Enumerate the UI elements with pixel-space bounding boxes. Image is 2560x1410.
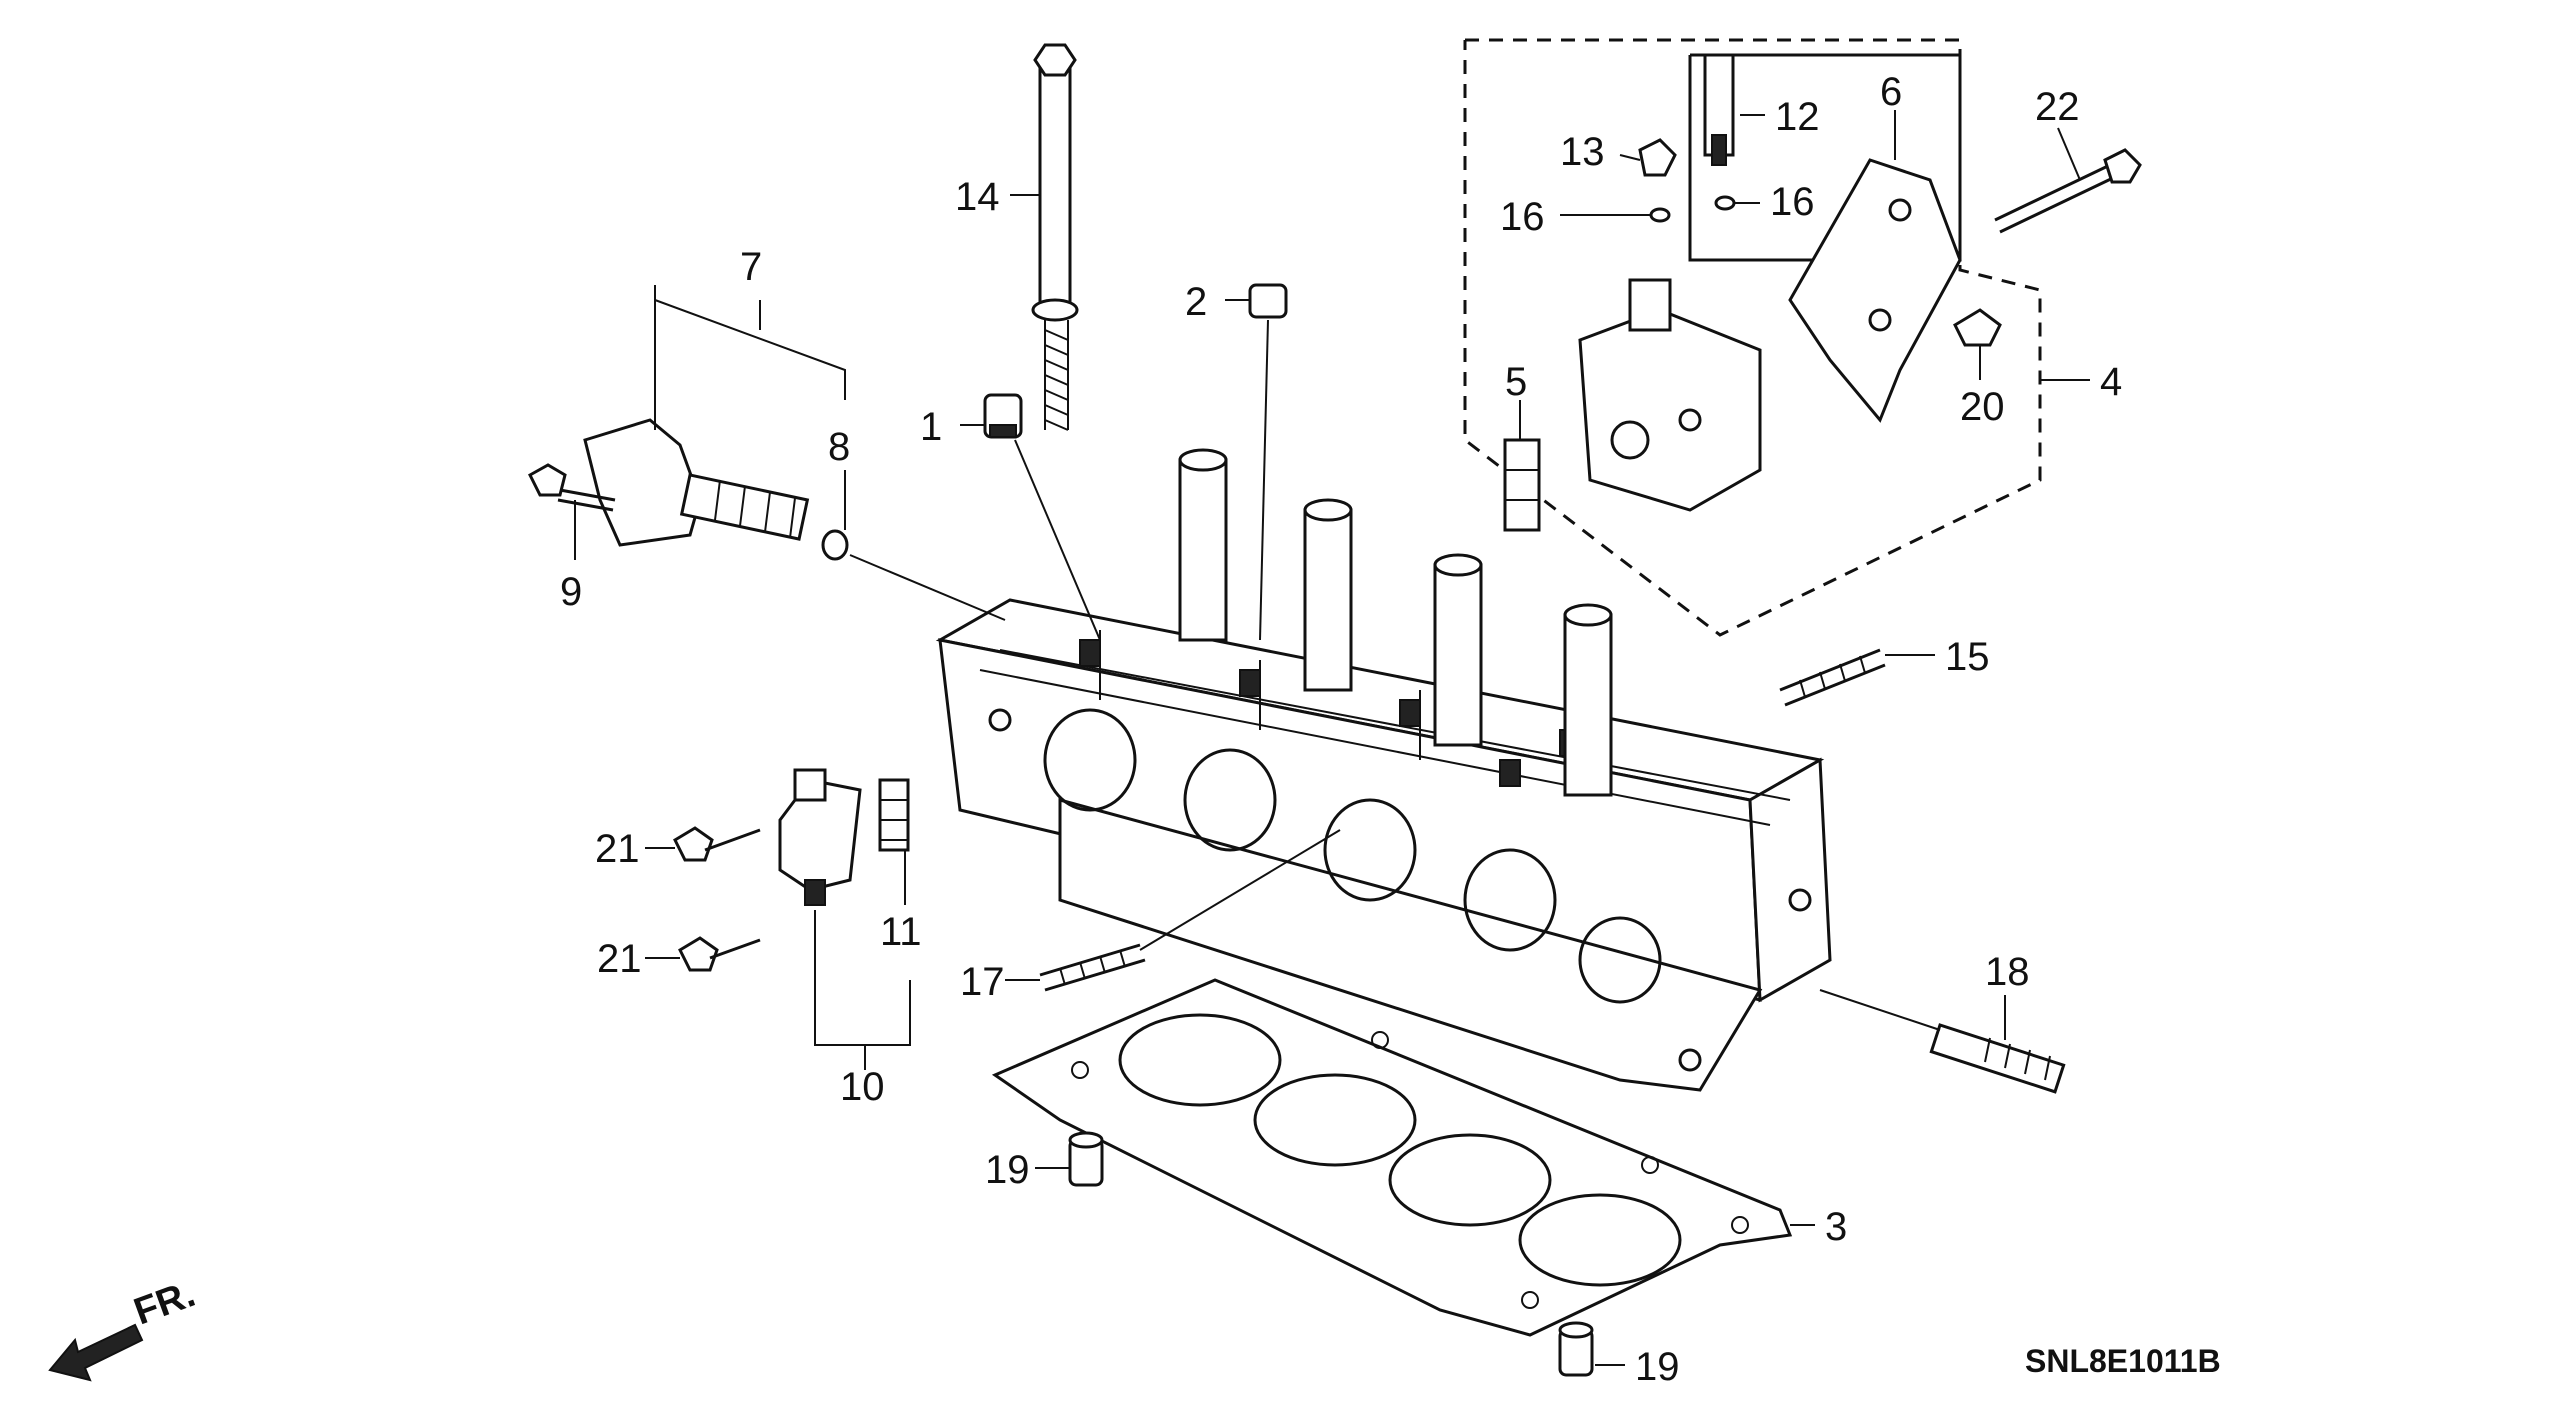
stud-bolt-15 <box>1779 648 1886 707</box>
spool-valve-assembly <box>1578 278 1762 512</box>
callout-18: 18 <box>1985 950 2030 994</box>
o-ring-16b <box>1714 195 1736 211</box>
callout-6: 6 <box>1880 70 1902 114</box>
filter-11 <box>878 778 910 852</box>
o-ring-16a <box>1649 207 1671 223</box>
valve-10 <box>778 768 862 906</box>
callout-21a: 21 <box>595 827 640 871</box>
callout-1: 1 <box>920 405 942 449</box>
callout-5: 5 <box>1505 360 1527 404</box>
callout-9: 9 <box>560 570 582 614</box>
bracket <box>1788 158 1962 423</box>
bolt-20 <box>1953 308 2002 347</box>
callout-8: 8 <box>828 425 850 469</box>
callout-19b: 19 <box>1635 1345 1680 1389</box>
spark-plug-tubes <box>1178 448 1613 797</box>
callout-2: 2 <box>1185 280 1207 324</box>
bolt-21b <box>678 936 761 972</box>
callout-22: 22 <box>2035 85 2080 129</box>
cylinder-head <box>935 448 1832 1092</box>
callout-16b: 16 <box>1770 180 1815 224</box>
callout-3: 3 <box>1825 1205 1847 1249</box>
callout-12: 12 <box>1775 95 1820 139</box>
head-bolt-14 <box>1031 43 1079 431</box>
callout-17: 17 <box>960 960 1005 1004</box>
pressure-switch <box>1703 53 1735 166</box>
dowel-pin-19b <box>1558 1321 1594 1377</box>
callout-20: 20 <box>1960 385 2005 429</box>
vtc-assembly-box <box>1463 38 2042 637</box>
front-indicator-label: FR. <box>129 1273 201 1333</box>
stud-bolt-17 <box>1039 943 1146 992</box>
front-arrow-icon <box>48 1323 144 1382</box>
o-ring-8 <box>821 529 849 561</box>
bolt-9 <box>528 463 616 512</box>
callout-13: 13 <box>1560 130 1605 174</box>
callout-19a: 19 <box>985 1148 1030 1192</box>
callout-11: 11 <box>880 910 922 954</box>
plug-bolt-13 <box>1638 138 1677 177</box>
callout-15: 15 <box>1945 635 1990 679</box>
front-indicator: FR. <box>48 1273 201 1382</box>
callout-21b: 21 <box>597 937 642 981</box>
callout-4: 4 <box>2100 360 2122 404</box>
leader-lines <box>574 110 2090 1366</box>
reference-code: SNL8E1011B <box>2025 1343 2221 1379</box>
filter-5 <box>1503 438 1541 532</box>
bolt-21a <box>673 826 761 862</box>
callout-14: 14 <box>955 175 1000 219</box>
cap-1 <box>983 393 1023 439</box>
callouts: 1 2 3 4 5 6 7 8 9 10 11 12 13 14 15 16 1… <box>560 70 2122 1389</box>
bolt-22 <box>1994 148 2142 234</box>
callout-10: 10 <box>840 1065 885 1109</box>
stud-bolt-18 <box>1929 1023 2066 1094</box>
spool-valve-7 <box>583 418 810 547</box>
head-gasket <box>991 978 1793 1337</box>
cap-2 <box>1248 283 1288 319</box>
callout-7: 7 <box>740 245 762 289</box>
callout-16a: 16 <box>1500 195 1545 239</box>
dowel-pin-19a <box>1068 1131 1104 1187</box>
